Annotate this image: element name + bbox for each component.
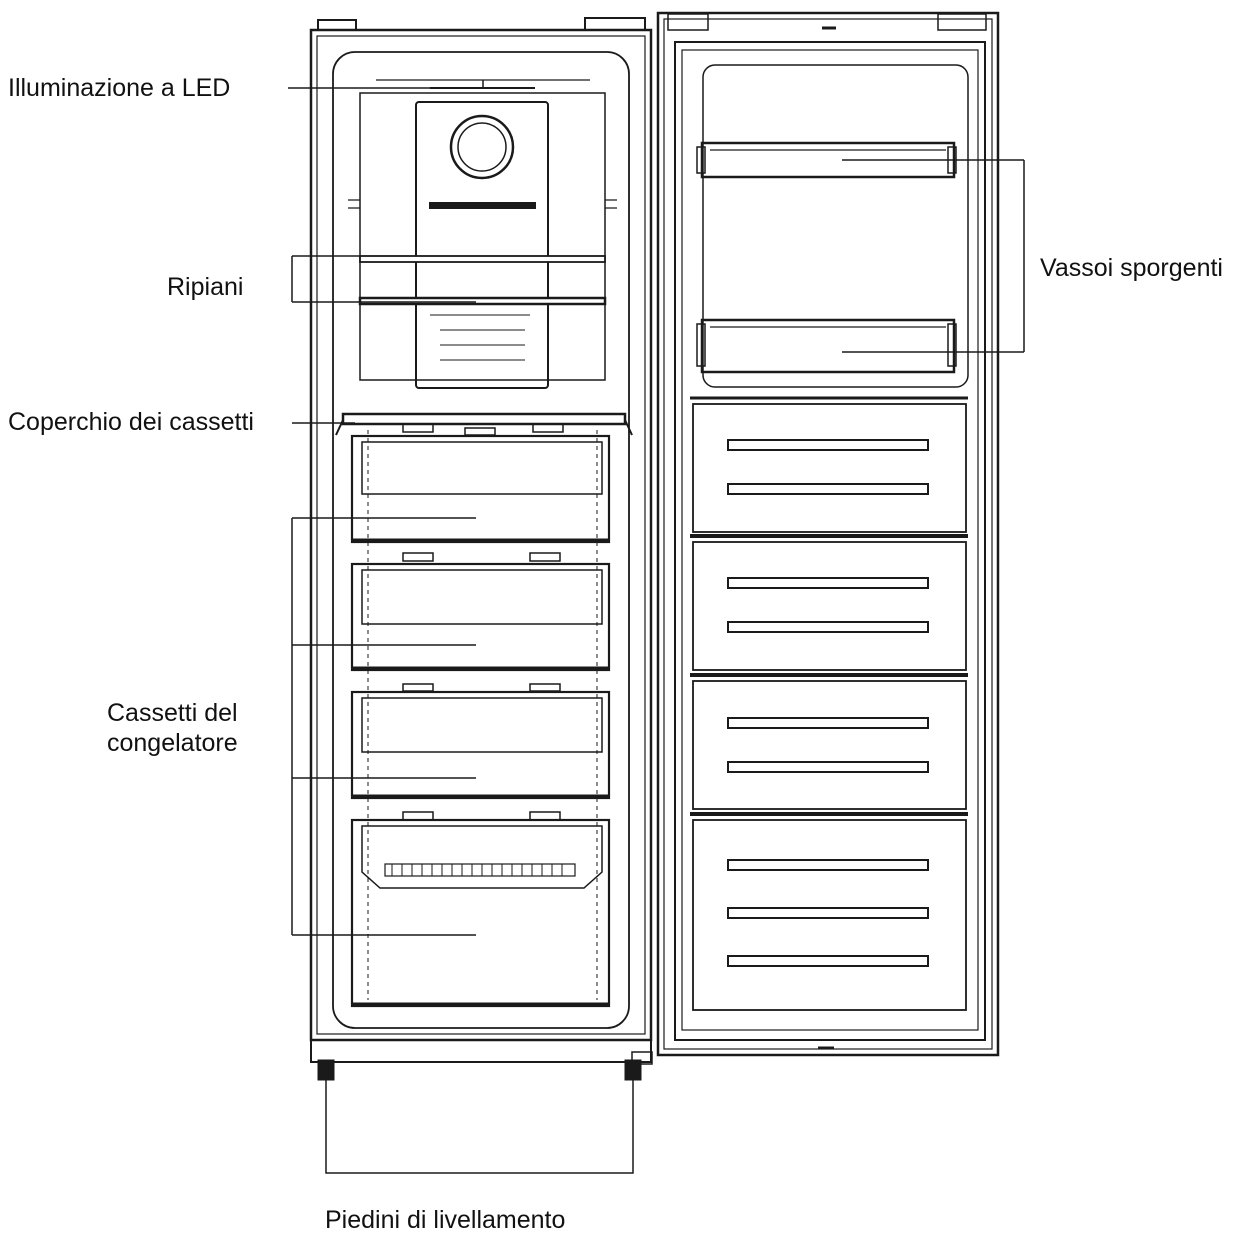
leader-door-trays [842, 159, 1025, 353]
label-shelves: Ripiani [167, 273, 243, 301]
upper-compartment [359, 92, 606, 381]
leader-shelves [291, 255, 476, 303]
cabinet-drawer-3 [350, 683, 611, 800]
labels: Illuminazione a LED Ripiani Coperchio de… [8, 74, 1223, 1234]
evaporator-cover [415, 101, 549, 389]
door-section-4 [690, 812, 968, 1011]
leveling-foot-left [317, 1059, 335, 1081]
door-tray-lower [696, 318, 957, 374]
label-drawer-cover: Coperchio dei cassetti [8, 408, 254, 436]
label-freezer-drawers-line1: Cassetti del [107, 699, 238, 727]
cabinet-top-cap-left [317, 19, 357, 31]
shelf-lower [358, 296, 607, 306]
label-freezer-drawers-line2: congelatore [107, 729, 238, 757]
cabinet-base [310, 1039, 652, 1063]
door-liner [674, 41, 986, 1041]
shelf-upper [359, 255, 606, 263]
cabinet-liner [332, 51, 630, 1029]
leader-led [288, 80, 484, 89]
shelf-supports [348, 199, 617, 209]
door-upper-panel [702, 64, 969, 388]
freezer-door [656, 11, 1000, 1057]
label-led-lighting: Illuminazione a LED [8, 74, 230, 102]
leveling-foot-right [624, 1059, 642, 1081]
leader-leveling-feet [325, 1080, 634, 1174]
leader-lines [288, 80, 1025, 1174]
door-section-3 [690, 673, 968, 810]
drawer-guide-lines [367, 430, 598, 1000]
fan-ring-inner [457, 122, 507, 172]
cabinet-drawer-2 [350, 552, 611, 672]
cover-slot [429, 202, 536, 209]
label-door-trays: Vassoi sporgenti [1040, 254, 1223, 282]
drawer-cover [341, 412, 627, 426]
leader-freezer-drawers [291, 517, 476, 936]
cabinet-drawer-1 [350, 434, 611, 544]
door-outer [656, 11, 1000, 1057]
door-section-1 [690, 396, 968, 533]
label-leveling-feet: Piedini di livellamento [325, 1206, 565, 1234]
cabinet-top-cap-right [584, 17, 646, 31]
cabinet-drawer-4 [350, 811, 611, 1008]
cover-vents [430, 314, 530, 361]
freezer-cabinet [309, 17, 653, 1081]
door-section-2 [690, 534, 968, 671]
cabinet-inner-edge [316, 35, 646, 1035]
fan-ring-outer [449, 114, 515, 180]
